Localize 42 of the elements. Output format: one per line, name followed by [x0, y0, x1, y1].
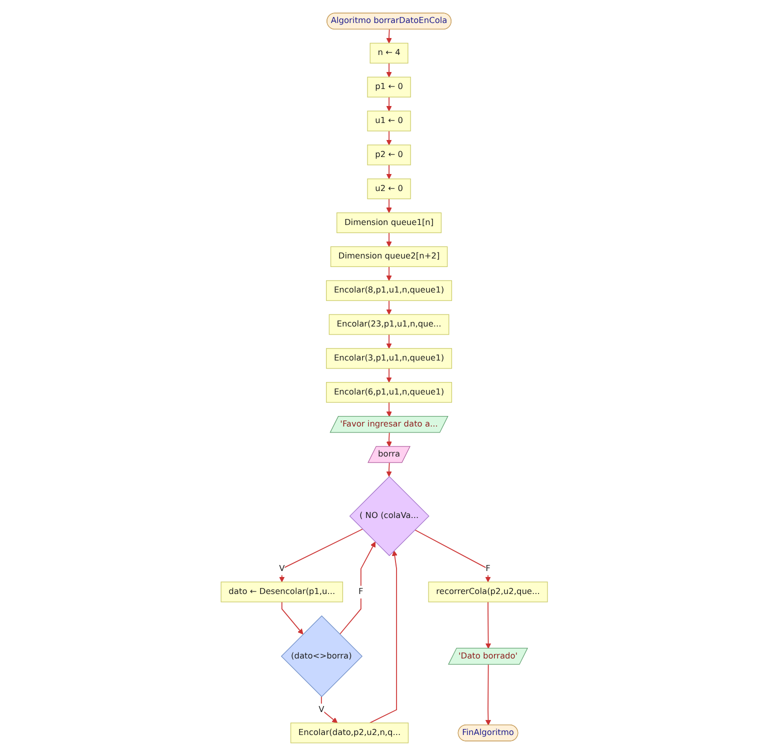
- arrow: [485, 664, 491, 726]
- arrow: [386, 432, 392, 447]
- node-diamond: (dato<>borra): [280, 615, 362, 698]
- node-box: recorrerCola(p2,u2,que...: [428, 582, 548, 602]
- arrow: [386, 266, 392, 281]
- node-diamond: ( NO (colaVa...: [349, 476, 430, 556]
- arrow: [386, 62, 392, 78]
- node-box: Dimension queue2[n+2]: [330, 246, 448, 267]
- node-box: p1 ← 0: [366, 76, 411, 98]
- arrow: [369, 550, 398, 724]
- node-box: u1 ← 0: [366, 110, 411, 132]
- arrow: [386, 198, 392, 214]
- arrow: [485, 602, 491, 649]
- node-box: Encolar(3,p1,u1,n,queue1): [326, 348, 452, 369]
- arrow: [386, 29, 392, 44]
- arrow: [386, 130, 392, 146]
- edge-label: V: [278, 564, 284, 574]
- node-box: u2 ← 0: [366, 178, 411, 200]
- arrow: [414, 529, 491, 582]
- node-box: p2 ← 0: [366, 144, 411, 166]
- arrow: [386, 334, 392, 349]
- arrow: [386, 402, 392, 417]
- arrow: [386, 462, 392, 477]
- arrow: [278, 528, 363, 582]
- node-box: Encolar(6,p1,u1,n,queue1): [326, 382, 452, 403]
- edge-label: F: [358, 587, 364, 597]
- edge-label: F: [485, 564, 490, 574]
- node-box: Encolar(8,p1,u1,n,queue1): [326, 280, 452, 301]
- node-box: Encolar(dato,p2,u2,n,q...: [290, 722, 408, 744]
- arrow: [386, 96, 392, 112]
- arrow: [339, 542, 376, 635]
- arrow: [386, 232, 392, 247]
- arrow: [386, 164, 392, 180]
- node-box: Encolar(23,p1,u1,n,que...: [328, 314, 449, 335]
- arrow: [386, 368, 392, 383]
- node-box: dato ← Desencolar(p1,u...: [220, 582, 343, 602]
- arrow: [281, 602, 304, 635]
- node-box: n ← 4: [370, 42, 408, 64]
- arrow: [320, 696, 338, 724]
- edge-label: V: [318, 704, 324, 714]
- arrow: [386, 300, 392, 315]
- node-box: Dimension queue1[n]: [336, 212, 442, 234]
